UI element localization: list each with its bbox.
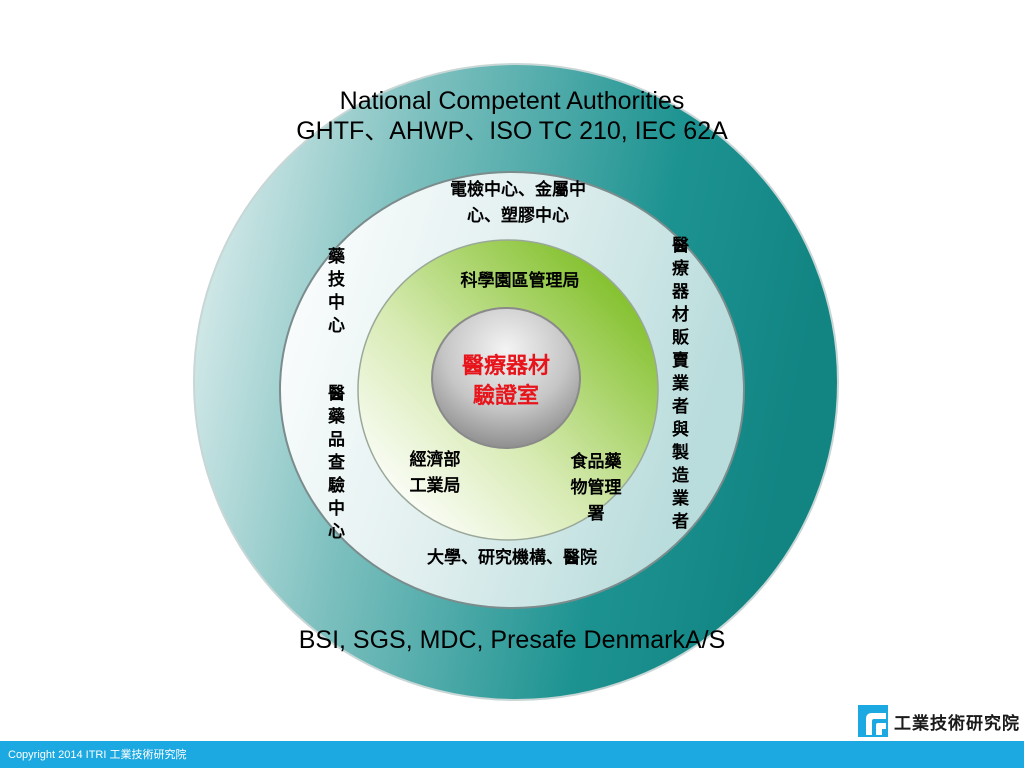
green-ring-top-text: 科學園區管理局 [460,271,580,291]
footer-bar: Copyright 2014 ITRI 工業技術研究院 [0,741,1024,768]
second-ring-bottom-text: 大學、研究機構、醫院 [427,548,597,568]
footer-copyright: Copyright 2014 ITRI 工業技術研究院 [8,749,187,761]
second-ring-top-text: 電檢中心、金屬中 心、塑膠中心 [450,180,586,226]
green-ring-left-text: 經濟部 工業局 [409,450,461,496]
second-ring-right-vertical: 醫療器材販賣業者與製造業者 [668,236,688,535]
outer-bottom-text: BSI, SGS, MDC, Presafe DenmarkA/S [298,626,726,654]
itri-logo: 工業技術研究院 [858,704,1020,738]
second-ring-left-vertical-1: 藥技中心 [324,247,344,339]
green-ring-right-text: 食品藥 物管理 署 [570,452,622,524]
itri-logo-icon [858,705,888,737]
second-ring-left-vertical-2: 醫藥品查驗中心 [324,384,344,545]
center-circle [431,307,581,449]
center-text: 醫療器材 驗證室 [461,354,550,409]
outer-title-line1: National Competent Authorities [339,87,685,115]
outer-title-line2: GHTF、AHWP、ISO TC 210, IEC 62A [296,117,728,145]
itri-logo-text: 工業技術研究院 [894,713,1020,734]
